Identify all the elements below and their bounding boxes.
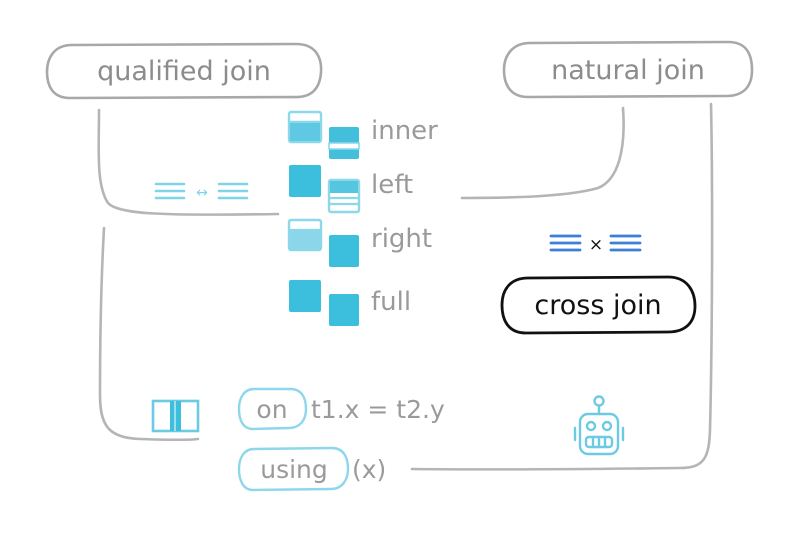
cross-join-box (500, 275, 697, 335)
full-join-icon (289, 280, 359, 326)
cross-join-label: cross join (534, 290, 661, 321)
right-join-icon (287, 218, 359, 267)
natural-to-using-line (410, 102, 714, 471)
venn-block-icon (151, 399, 200, 433)
join-type-inner: inner (371, 116, 438, 146)
join-type-full: full (371, 287, 411, 317)
using-columns: (x) (352, 455, 386, 484)
natural-join-box (502, 40, 754, 99)
join-type-labels: inner left right full (371, 116, 438, 317)
left-join-icon (289, 165, 361, 214)
qualified-join-box (45, 42, 323, 100)
natural-join-node: natural join (502, 40, 754, 99)
qualified-to-clauses-line (98, 226, 200, 442)
inner-join-icon (287, 110, 360, 159)
qualified-to-types-line (97, 108, 280, 216)
on-keyword: on (256, 395, 287, 424)
qualified-join-node: qualified join (45, 42, 323, 100)
using-clause: using (x) (237, 446, 386, 492)
qualified-join-label: qualified join (97, 56, 271, 87)
using-keyword-box (237, 446, 350, 492)
robot-icon (573, 395, 625, 456)
on-condition: t1.x = t2.y (311, 395, 445, 424)
using-keyword: using (260, 455, 328, 484)
cross-product-icon: × (549, 234, 642, 255)
connector-lines (97, 102, 714, 471)
join-type-right: right (371, 224, 432, 254)
cross-times-glyph: × (589, 235, 603, 255)
join-arrow-glyph: ↔ (196, 185, 208, 201)
cross-join-node: cross join (500, 275, 697, 335)
join-type-left: left (371, 170, 413, 200)
on-keyword-box (237, 387, 308, 431)
natural-join-label: natural join (551, 55, 705, 86)
on-clause: on t1.x = t2.y (237, 387, 445, 431)
natural-to-left-line (460, 106, 625, 200)
table-join-arrow-icon: ↔ (154, 182, 249, 201)
